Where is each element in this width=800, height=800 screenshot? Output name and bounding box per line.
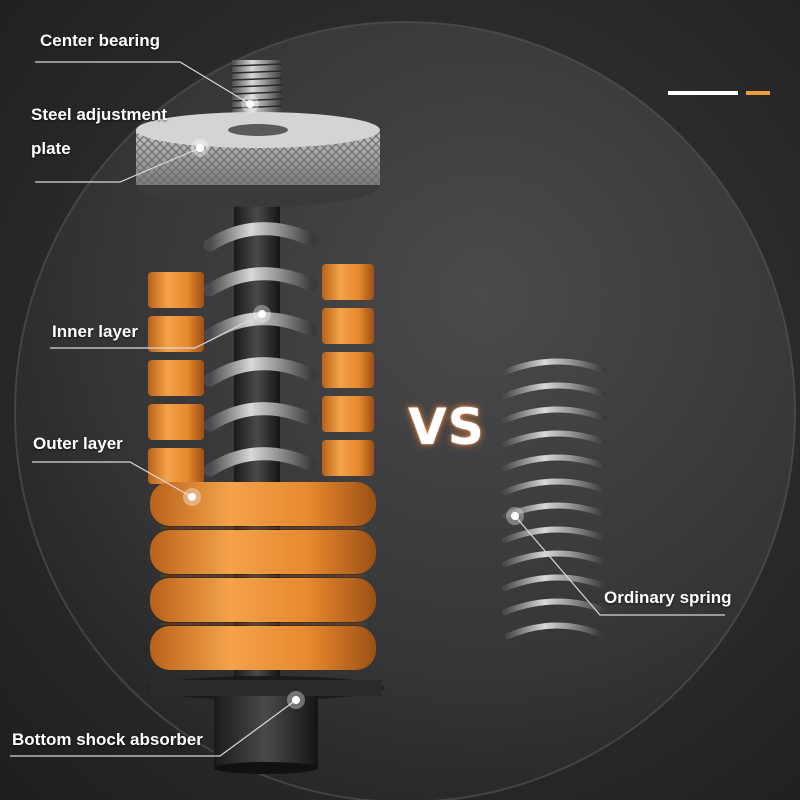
callout-leaders xyxy=(10,61,725,757)
orange-coil-shadows xyxy=(160,527,366,625)
label-outer-layer: Outer layer xyxy=(33,434,123,453)
leader-inner-layer xyxy=(50,313,263,349)
center-bearing-stud xyxy=(231,60,283,122)
label-inner-layer: Inner layer xyxy=(52,322,138,341)
label-bottom-absorber: Bottom shock absorber xyxy=(12,730,203,749)
label-steel-plate-line2: plate xyxy=(31,139,71,158)
orange-upper-segments-left xyxy=(148,272,204,484)
bottom-shock-absorber xyxy=(148,676,384,774)
leader-bottom-absorber xyxy=(10,699,297,757)
leader-outer-layer xyxy=(32,461,193,498)
callout-dots xyxy=(183,95,524,709)
label-center-bearing: Center bearing xyxy=(40,31,160,50)
vs-text: VS xyxy=(408,398,485,456)
leader-ordinary-spring xyxy=(514,515,725,616)
disc-rim xyxy=(14,21,796,800)
label-steel-plate-line1: Steel adjustment xyxy=(31,105,168,124)
inner-steel-spring xyxy=(203,222,319,477)
label-ordinary-spring: Ordinary spring xyxy=(604,588,732,607)
accent-bar-white xyxy=(668,91,738,95)
accent-bar-orange xyxy=(746,91,770,95)
steel-adjustment-plate xyxy=(136,112,380,207)
disc-backdrop xyxy=(15,22,795,800)
orange-upper-segments-right xyxy=(322,264,374,476)
orange-outer-coils xyxy=(150,482,376,670)
damper-spring-assembly xyxy=(136,60,384,774)
leader-steel-plate xyxy=(35,147,201,183)
leader-center-bearing xyxy=(35,61,251,105)
